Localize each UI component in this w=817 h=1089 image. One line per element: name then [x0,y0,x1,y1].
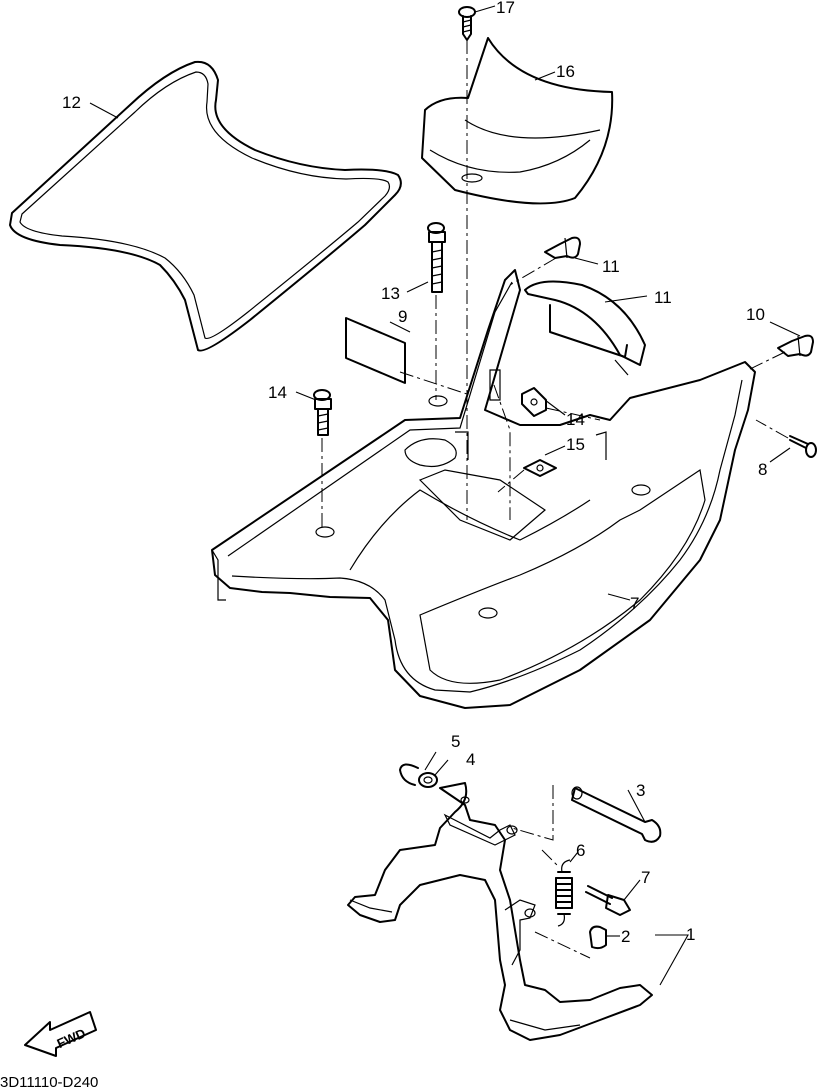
callout-13: 12 [62,93,81,112]
washer-part-4[interactable] [418,772,438,788]
bolt-part-7[interactable] [585,885,631,916]
cover-part-16[interactable] [421,37,614,205]
fwd-label: FWD [55,1025,88,1051]
callout-16: 16 [556,62,575,81]
leader-lines [89,5,801,986]
callout-11-upper: 11 [602,257,620,276]
screw-part-17[interactable] [458,6,476,41]
callout-7: 7 [641,868,650,887]
callout-4: 4 [466,750,475,769]
floor-mat-part-13[interactable] [9,60,402,352]
callout-3: 3 [636,781,645,800]
drawing-code: 3D11110-D240 [0,1074,98,1089]
callout-11-right: 10 [746,305,765,324]
callout-2: 2 [621,927,630,946]
nut-part-15-upper[interactable] [521,387,547,417]
trim-part-12[interactable] [524,280,646,376]
callout-17: 17 [496,0,515,17]
floor-board-part-8[interactable] [211,269,756,709]
pin-part-3[interactable] [571,786,662,843]
bolt-part-14-lower[interactable] [313,389,332,436]
callout-15-lower: 15 [566,435,585,454]
screw-part-10[interactable] [789,435,817,458]
callout-10: 8 [758,460,767,479]
bolt-part-14-upper[interactable] [427,222,446,293]
stopper-part-2[interactable] [589,925,607,950]
callout-14-lower: 14 [268,383,287,402]
clip-part-11-right[interactable] [777,334,814,357]
clip-part-5[interactable] [399,763,419,786]
callout-15-upper: 14 [566,410,585,429]
clip-part-11-upper[interactable] [544,236,581,259]
plate-part-9[interactable] [345,317,406,384]
callout-labels: 17 16 12 11 11 10 13 9 14 14 15 8 7 5 4 … [62,0,767,946]
callout-9: 9 [398,307,407,326]
callout-6: 6 [576,841,585,860]
fwd-arrow-icon: FWD [24,1011,97,1057]
main-stand-part-1[interactable] [347,782,653,1041]
spring-part-6[interactable] [555,859,573,927]
callout-5: 5 [451,732,460,751]
callout-12: 11 [654,288,672,307]
callout-14-upper: 13 [381,284,400,303]
callout-1: 1 [686,925,695,944]
callout-8: 7 [630,594,639,613]
nut-part-15-lower[interactable] [523,459,557,477]
